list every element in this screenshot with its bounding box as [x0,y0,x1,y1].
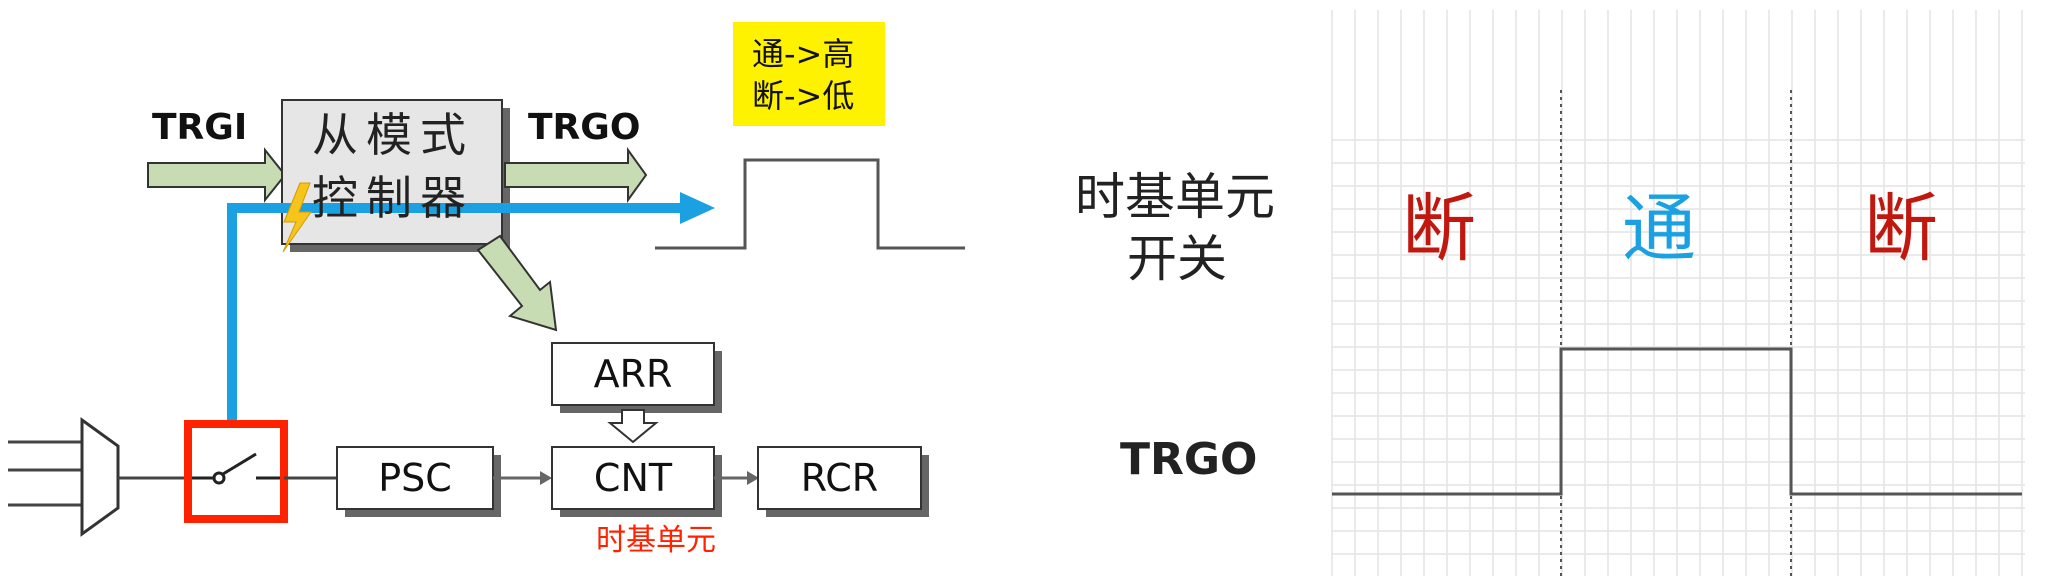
trgo-signal-label: TRGO [1120,434,1258,485]
slave-mode-title-line1: 从模式 [312,108,474,162]
arr-label: ARR [593,352,673,396]
state-off-2: 断 [1864,186,1938,272]
state-on: 通 [1622,186,1696,272]
state-off-1: 断 [1402,186,1476,272]
trgo-arrow [504,146,648,204]
input-mux [80,417,120,537]
note-line2: 断->低 [752,77,855,115]
left-square-wave [655,158,965,250]
trgo-waveform [1332,347,2022,496]
blue-arrowhead [680,192,715,224]
psc-to-cnt-arrowhead [540,471,552,485]
blue-signal-path [227,203,685,444]
lightning-icon [282,182,312,253]
psc-label: PSC [378,456,452,500]
note-box [733,22,885,126]
rcr-label: RCR [800,456,879,500]
arr-block [551,342,715,406]
input-lines [8,440,82,507]
slave-mode-controller [281,99,503,245]
slave-to-cnt-arrow [476,234,558,332]
trgo-label: TRGO [528,107,641,148]
cnt-block [551,446,715,510]
timebase-label: 时基单元 [596,523,716,558]
switch-label-line2: 开关 [1127,230,1227,288]
grid-background [1331,10,2025,576]
cnt-label: CNT [593,456,673,500]
trgi-label: TRGI [152,107,248,148]
switch-box [184,420,288,523]
trgi-arrow [147,147,287,203]
arr-to-cnt-arrow [607,409,659,444]
psc-block [336,446,494,510]
cnt-to-rcr-arrowhead [747,471,759,485]
switch-icon [192,452,280,485]
switch-label-line1: 时基单元 [1075,168,1275,226]
note-line1: 通->高 [752,35,855,73]
slave-mode-title-line2: 控制器 [312,171,474,225]
rcr-block [757,446,922,510]
